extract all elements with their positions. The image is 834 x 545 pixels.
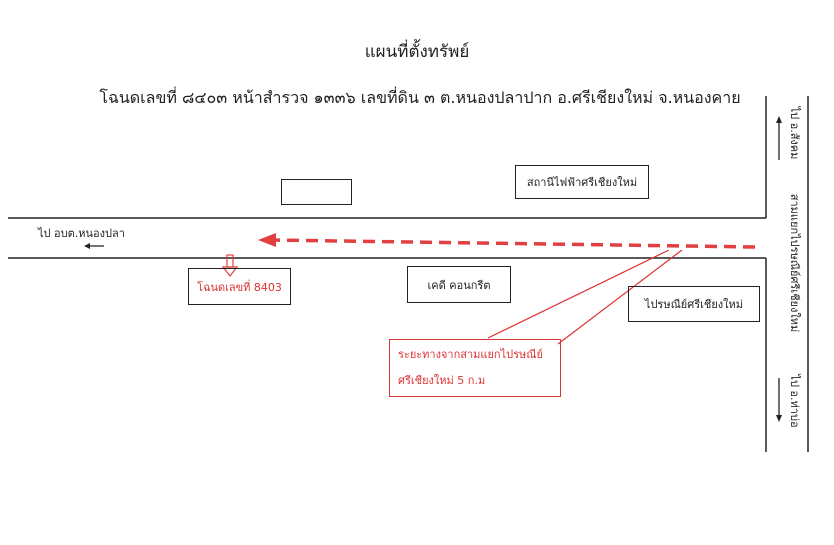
route-dashed-line xyxy=(271,238,756,249)
arrow-left-nongpla-head xyxy=(84,243,90,249)
map-subtitle: โฉนดเลขที่ ๘๔๐๓ หน้าสำรวจ ๑๓๓๖ เลขที่ดิน… xyxy=(99,88,741,107)
deed-pointer-head xyxy=(221,266,239,277)
distance-callout: ระยะทางจากสามแยกไปรษณีย์ ศรีเชียงใหม่ 5 … xyxy=(389,339,561,397)
deed-pointer-shaft xyxy=(226,254,234,268)
callout-line-1 xyxy=(487,249,670,339)
arrow-down-thabo-head xyxy=(776,415,782,422)
post-office-label: ไปรษณีย์ศรีเชียงใหม่ xyxy=(644,298,744,311)
post-office-box: ไปรษณีย์ศรีเชียงใหม่ xyxy=(628,286,760,322)
route-arrowhead xyxy=(258,233,276,247)
to-sangkhom-label: ไป อ.สังคม xyxy=(788,106,801,160)
distance-line-2: ศรีเชียงใหม่ 5 ก.ม xyxy=(398,374,486,387)
arrow-up-sangkhom-head xyxy=(776,116,782,123)
deed-box: โฉนดเลขที่ 8403 xyxy=(188,268,291,305)
power-station-box: สถานีไฟฟ้าศรีเชียงใหม่ xyxy=(515,165,649,199)
to-thabo-label: ไป อ.ท่าบ่อ xyxy=(788,374,801,428)
callout-line-2 xyxy=(557,249,683,345)
junction-label: สามแยกไปรษณีย์ศรีเชียงใหม่ xyxy=(788,193,801,333)
power-station-label: สถานีไฟฟ้าศรีเชียงใหม่ xyxy=(526,176,638,189)
unlabeled-building xyxy=(281,179,352,205)
deed-label: โฉนดเลขที่ 8403 xyxy=(197,280,282,294)
to-nongpla-label: ไป อบต.หนองปลา xyxy=(38,227,125,240)
kd-concrete-label: เคดี คอนกรีต xyxy=(427,278,491,292)
map-title: แผนที่ตั้งทรัพย์ xyxy=(364,42,470,62)
distance-line-1: ระยะทางจากสามแยกไปรษณีย์ xyxy=(398,348,543,361)
kd-concrete-box: เคดี คอนกรีต xyxy=(407,266,511,303)
